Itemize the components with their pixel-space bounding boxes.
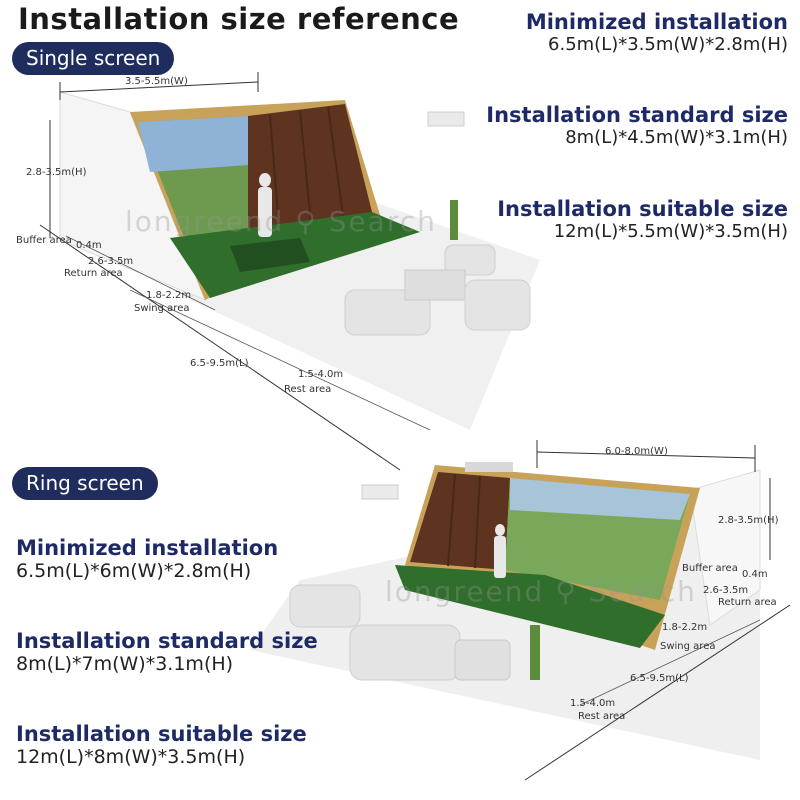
ring-spec-block: Installation standard size 8m(L)*7m(W)*3… xyxy=(16,629,318,675)
ring-width-dim: 6.0-8.0m(W) xyxy=(605,446,668,457)
single-height-dim: 2.8-3.5m(H) xyxy=(26,167,87,178)
watermark-text: longreend xyxy=(385,575,545,608)
ring-length-dim: 6.5-9.5m(L) xyxy=(630,673,689,684)
ring-spec-block: Installation suitable size 12m(L)*8m(W)*… xyxy=(16,722,307,768)
single-table xyxy=(404,269,466,301)
ring-spec-heading: Minimized installation xyxy=(16,536,279,560)
ring-screen-label: Ring screen xyxy=(12,467,158,500)
ring-turf xyxy=(395,565,665,648)
ring-sofa-left xyxy=(289,584,361,628)
ring-screen-sky xyxy=(510,478,690,520)
single-projector xyxy=(427,111,465,127)
single-screen-sky xyxy=(138,116,248,172)
single-length-dim: 6.5-9.5m(L) xyxy=(190,358,249,369)
ring-spec-value: 12m(L)*8m(W)*3.5m(H) xyxy=(16,746,246,768)
watermark-search: Search xyxy=(588,575,697,608)
ring-swing-label: Swing area xyxy=(660,641,716,652)
single-spec-block: Minimized installation 6.5m(L)*3.5m(W)*2… xyxy=(348,10,788,55)
single-wood-panel xyxy=(248,104,372,245)
single-player-body xyxy=(258,187,272,237)
single-sofa-left xyxy=(344,289,431,336)
single-spec-block: Installation suitable size 12m(L)*5.5m(W… xyxy=(348,197,788,242)
single-width-dim: 3.5-5.5m(W) xyxy=(125,76,188,87)
single-return-val: 2.6-3.5m xyxy=(88,256,134,267)
ring-spec-value: 6.5m(L)*6m(W)*2.8m(H) xyxy=(16,560,252,582)
search-icon: ⚲ xyxy=(555,575,578,608)
ring-spec-value: 8m(L)*7m(W)*3.1m(H) xyxy=(16,653,234,675)
ring-rest-label: Rest area xyxy=(578,711,626,722)
single-buffer-label: Buffer area xyxy=(16,235,72,246)
single-swing-val: 1.8-2.2m xyxy=(146,290,192,301)
single-swing-label: Swing area xyxy=(134,303,190,314)
single-armchair xyxy=(444,244,496,276)
search-icon: ⚲ xyxy=(295,205,318,238)
ring-player-body xyxy=(494,536,506,578)
ring-sofa-main xyxy=(349,624,461,681)
single-spec-value: 12m(L)*5.5m(W)*3.5m(H) xyxy=(553,221,788,242)
ring-projector xyxy=(361,484,399,500)
watermark-text: longreend xyxy=(125,205,285,238)
ring-buffer-label: Buffer area xyxy=(682,563,738,574)
single-spec-heading: Installation standard size xyxy=(486,103,788,127)
ring-spec-heading: Installation suitable size xyxy=(16,722,307,746)
ring-plant xyxy=(530,625,540,680)
ring-right-wall xyxy=(689,469,761,626)
ring-projector-bar xyxy=(465,462,513,472)
single-rest-label: Rest area xyxy=(284,384,332,395)
single-return-label: Return area xyxy=(64,268,123,279)
single-screen-label: Single screen xyxy=(12,42,175,75)
ring-spec-block: Minimized installation 6.5m(L)*6m(W)*2.8… xyxy=(16,536,278,582)
watermark-search: Search xyxy=(328,205,437,238)
page-title: Installation size reference xyxy=(18,2,460,36)
single-spec-value: 8m(L)*4.5m(W)*3.1m(H) xyxy=(565,127,788,148)
single-hitting-mat xyxy=(230,238,310,272)
ring-height-dim: 2.8-3.5m(H) xyxy=(718,515,779,526)
ring-spec-heading: Installation standard size xyxy=(16,629,318,653)
ring-swing-val: 1.8-2.2m xyxy=(662,622,708,633)
ring-return-label: Return area xyxy=(718,597,777,608)
single-spec-heading: Minimized installation xyxy=(525,10,788,34)
ring-buffer-val: 0.4m xyxy=(742,569,768,580)
single-player-head xyxy=(259,173,271,187)
single-spec-heading: Installation suitable size xyxy=(497,197,788,221)
ring-rest-val: 1.5-4.0m xyxy=(570,698,616,709)
watermark-top: longreend ⚲ Search xyxy=(125,205,437,238)
ring-wood-panel xyxy=(410,472,510,570)
single-sofa-right xyxy=(464,279,531,331)
single-spec-value: 6.5m(L)*3.5m(W)*2.8m(H) xyxy=(548,34,788,55)
single-buffer-val: 0.4m xyxy=(76,240,102,251)
ring-return-val: 2.6-3.5m xyxy=(703,585,749,596)
single-plant xyxy=(450,200,458,240)
single-rest-val: 1.5-4.0m xyxy=(298,369,344,380)
single-spec-block: Installation standard size 8m(L)*4.5m(W)… xyxy=(348,103,788,148)
watermark-bottom: longreend ⚲ Search xyxy=(385,575,697,608)
ring-player-head xyxy=(495,524,505,536)
ring-side-table xyxy=(454,639,511,681)
